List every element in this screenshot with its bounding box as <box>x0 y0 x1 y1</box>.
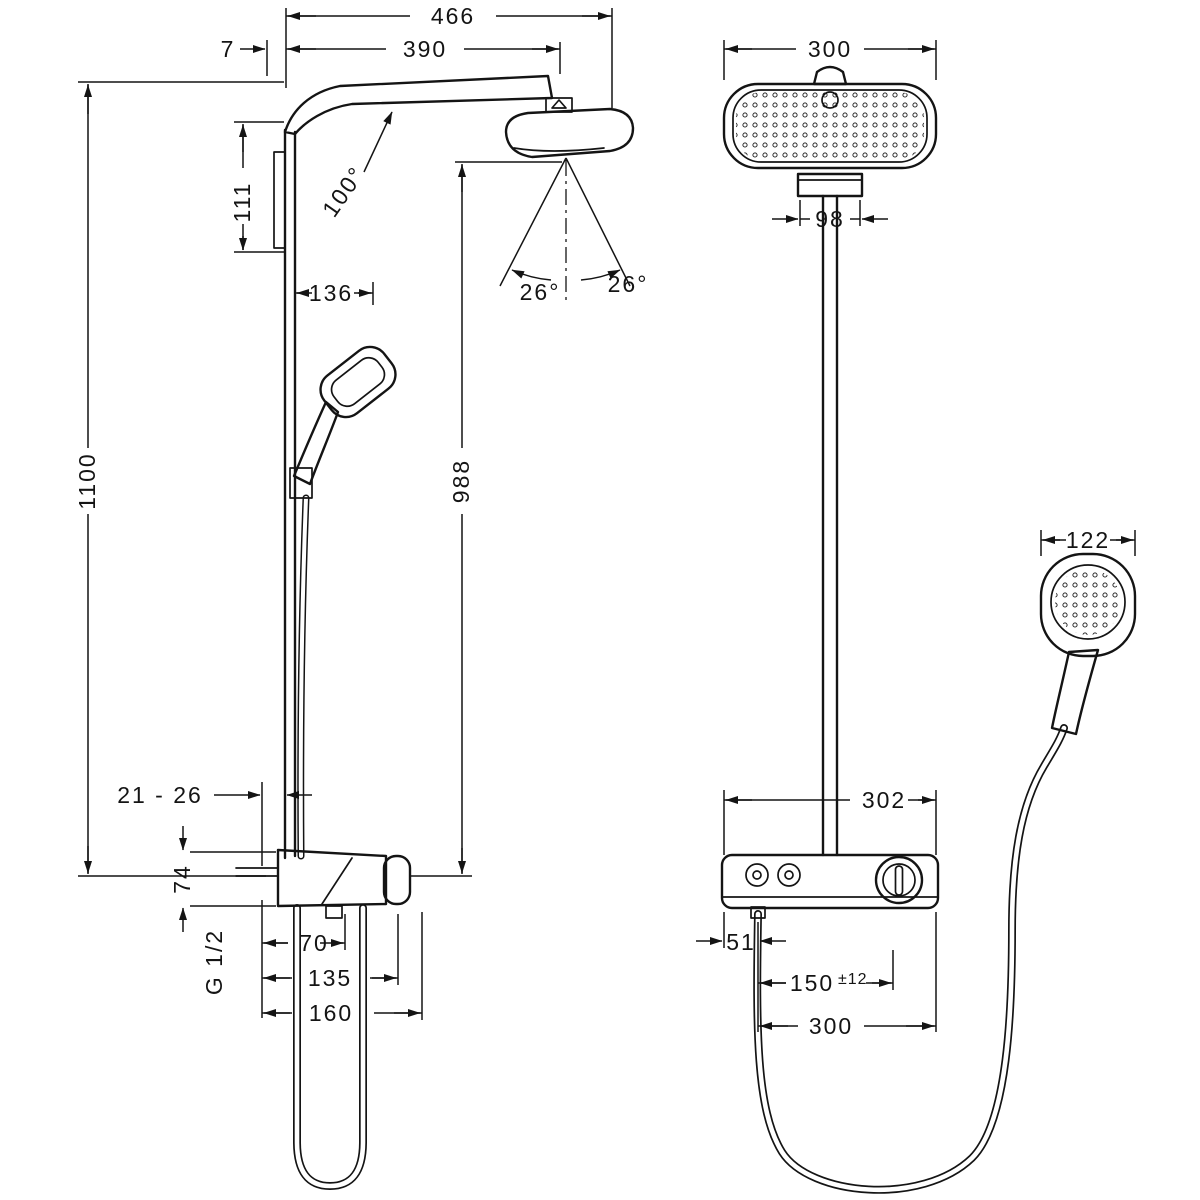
dim-150: 150 ±12 <box>758 950 894 996</box>
dim-122-label: 122 <box>1066 527 1110 553</box>
dim-74: 74 <box>169 826 276 932</box>
dim-7: 7 <box>221 36 268 76</box>
dim-1100-label: 1100 <box>74 452 100 509</box>
dim-111-label: 111 <box>229 182 255 223</box>
spray-cone: 26° 26° <box>499 157 649 305</box>
dim-160-label: 160 <box>309 1000 353 1026</box>
handshower-hose-side <box>297 494 310 860</box>
front-view: 300 98 302 51 <box>696 36 1137 1194</box>
shower-arm <box>283 74 554 136</box>
dim-988-label: 988 <box>448 459 474 503</box>
dim-135-label: 135 <box>308 965 352 991</box>
dim-74-label: 74 <box>169 864 195 894</box>
hand-shower-front <box>1039 552 1137 736</box>
valve-side <box>276 848 412 919</box>
dim-1100: 1100 <box>74 81 284 877</box>
wall-bar <box>235 128 297 877</box>
dim-136: 136 <box>295 280 374 306</box>
dim-136-label: 136 <box>309 280 353 306</box>
dim-111: 111 <box>229 121 284 253</box>
overhead-shower-side <box>504 97 635 159</box>
hand-shower-side <box>289 345 397 499</box>
dim-150-tolerance-label: ±12 <box>838 971 868 988</box>
dim-160: 160 <box>262 912 423 1026</box>
dim-150-label: 150 <box>790 970 834 996</box>
dim-988: 988 <box>410 161 562 877</box>
label-thread: G 1/2 <box>201 929 227 995</box>
dim-98: 98 <box>772 200 888 232</box>
dim-300-bottom: 300 <box>758 912 937 1039</box>
dim-390: 390 <box>286 36 561 74</box>
dim-122: 122 <box>1040 527 1136 556</box>
dim-21-26-label: 21 - 26 <box>117 782 203 808</box>
hose-front <box>753 724 1068 1194</box>
overhead-shower-front <box>722 65 938 198</box>
hose-loop-side <box>293 904 367 1191</box>
dim-70-label: 70 <box>299 930 329 956</box>
dim-300-bottom-label: 300 <box>809 1013 853 1039</box>
dim-100deg: 100° <box>317 111 393 222</box>
dim-51-label: 51 <box>726 929 756 955</box>
dim-390-label: 390 <box>403 36 447 62</box>
dim-21-26: 21 - 26 <box>117 782 312 1018</box>
thread-label: G 1/2 <box>201 929 227 995</box>
dim-466-label: 466 <box>431 3 475 29</box>
dim-100deg-label: 100° <box>317 161 370 221</box>
dim-98-label: 98 <box>815 206 845 232</box>
valve-front <box>720 853 940 919</box>
side-view: 26° 26° 466 <box>74 3 649 1191</box>
dim-51: 51 <box>696 912 786 1032</box>
dim-300-top-label: 300 <box>808 36 852 62</box>
dim-135: 135 <box>262 914 399 991</box>
dim-spray-right-label: 26° <box>608 271 649 297</box>
dim-70: 70 <box>262 914 346 956</box>
riser-pipe <box>821 194 839 857</box>
dim-302-label: 302 <box>862 787 906 813</box>
dim-466: 466 <box>285 3 613 108</box>
dim-spray-left-label: 26° <box>520 279 561 305</box>
dim-302: 302 <box>723 787 937 855</box>
dim-300-top: 300 <box>723 36 937 80</box>
dim-7-label: 7 <box>221 36 236 62</box>
